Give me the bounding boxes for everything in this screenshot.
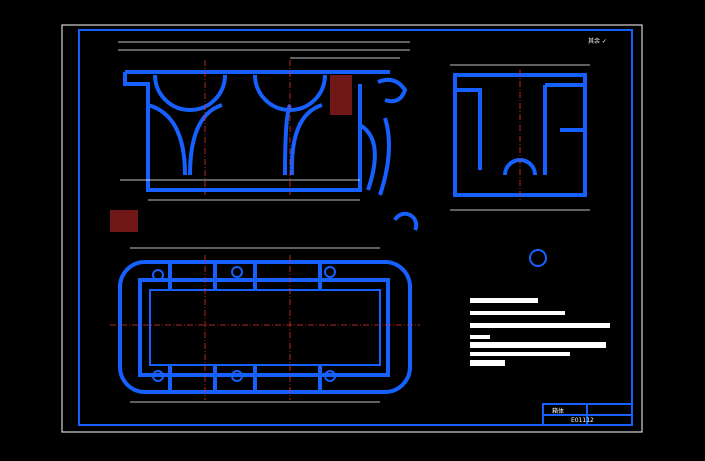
title-block: 箱体 E01112 [542, 403, 633, 426]
front-view [110, 41, 419, 232]
drawing-code: E01112 [571, 417, 594, 424]
roughness-note: 其余 ✓ [588, 37, 607, 45]
side-view [450, 64, 590, 267]
drawing-frame [78, 29, 633, 426]
part-name: 箱体 [552, 407, 564, 415]
sheet-border [61, 24, 643, 433]
technical-notes [470, 298, 610, 366]
top-view [110, 247, 420, 403]
